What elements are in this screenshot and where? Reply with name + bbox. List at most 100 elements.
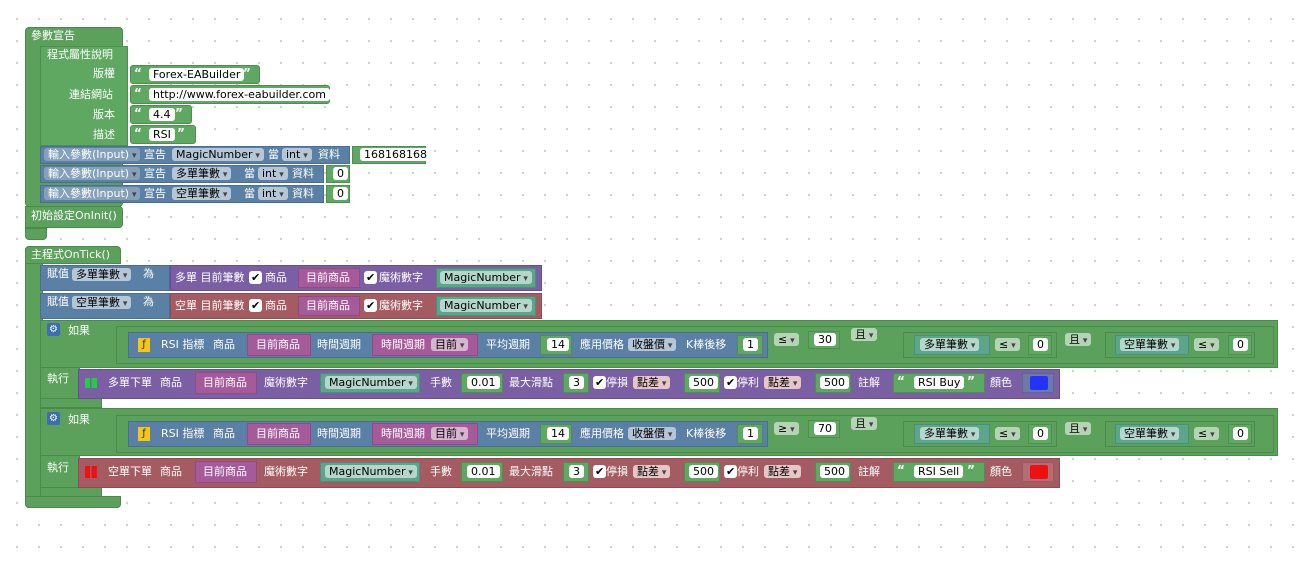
sl-unit-dropdown[interactable]: 點差 — [633, 376, 671, 389]
input-name[interactable]: MagicNumber — [172, 148, 264, 161]
tp-unit-dropdown[interactable]: 點差 — [764, 465, 802, 478]
input-type[interactable]: int — [282, 148, 312, 161]
and-op[interactable]: 且 — [851, 328, 878, 341]
data-label: 資料 — [292, 167, 314, 180]
threshold-value[interactable]: 70 — [814, 422, 836, 435]
compare-value[interactable]: 0 — [1233, 338, 1248, 351]
sl-value[interactable]: 500 — [689, 465, 718, 478]
slip-value[interactable]: 3 — [569, 376, 584, 389]
var-dropdown[interactable]: 空單筆數 — [1120, 338, 1180, 351]
sl-value[interactable]: 500 — [689, 376, 718, 389]
checkbox-icon[interactable]: ✔ — [364, 299, 378, 312]
threshold-value[interactable]: 30 — [814, 333, 836, 346]
quote-open-icon: “ — [134, 86, 142, 100]
var-dropdown[interactable]: 多單筆數 — [920, 427, 980, 440]
checkbox-icon[interactable]: ✔ — [364, 271, 378, 284]
checkbox-icon[interactable]: ✔ — [593, 376, 607, 389]
tf-label: 時間週期 — [317, 338, 361, 351]
ontick-header[interactable] — [25, 246, 121, 264]
tp-value[interactable]: 500 — [820, 465, 849, 478]
as-label: 當 — [268, 148, 279, 161]
magic-dropdown[interactable]: MagicNumber — [440, 299, 532, 312]
input-kw[interactable]: 輸入參數(Input) — [44, 167, 141, 180]
shift-value[interactable]: 1 — [743, 338, 758, 351]
symbol-block[interactable] — [247, 423, 311, 445]
input-value[interactable]: 0 — [333, 167, 348, 180]
price-dropdown[interactable]: 收盤價 — [628, 338, 677, 351]
color-swatch[interactable] — [1030, 376, 1048, 390]
input-value[interactable]: 168168168 — [360, 148, 431, 161]
checkbox-icon[interactable]: ✔ — [724, 465, 738, 478]
period-value[interactable]: 14 — [547, 427, 569, 440]
symbol-value: 目前商品 — [256, 427, 300, 440]
note-value[interactable]: RSI Sell — [914, 465, 964, 478]
compare-op[interactable]: ≤ — [774, 333, 799, 346]
input-name[interactable]: 空單筆數 — [172, 187, 232, 200]
compare-op[interactable]: ≤ — [995, 427, 1020, 440]
sell-signal-icon — [85, 466, 97, 478]
symbol-block[interactable] — [195, 372, 257, 394]
note-value[interactable]: RSI Buy — [914, 376, 965, 389]
tp-value[interactable]: 500 — [820, 376, 849, 389]
shift-value[interactable]: 1 — [743, 427, 758, 440]
quote-close-icon: ” — [175, 106, 183, 120]
symbol-block[interactable] — [247, 334, 311, 356]
assign-var[interactable]: 多單筆數 — [72, 268, 132, 281]
input-name[interactable]: 多單筆數 — [172, 167, 232, 180]
compare-op[interactable]: ≥ — [774, 422, 799, 435]
props-block[interactable] — [40, 46, 128, 146]
magic-dropdown[interactable]: MagicNumber — [325, 465, 417, 478]
tp-unit-dropdown[interactable]: 點差 — [764, 376, 802, 389]
checkbox-icon[interactable]: ✔ — [593, 465, 607, 478]
input-kw[interactable]: 輸入參數(Input) — [44, 148, 141, 161]
symbol-value: 目前商品 — [256, 338, 300, 351]
compare-value[interactable]: 0 — [1033, 338, 1048, 351]
and-op[interactable]: 且 — [851, 417, 878, 430]
var-dropdown[interactable]: 多單筆數 — [920, 338, 980, 351]
color-swatch[interactable] — [1030, 465, 1048, 479]
input-type[interactable]: int — [258, 167, 288, 180]
compare-op[interactable]: ≤ — [995, 338, 1020, 351]
oninit-block[interactable] — [25, 206, 123, 228]
symbol-value: 目前商品 — [203, 465, 247, 478]
if-block-footer — [40, 398, 102, 408]
gear-icon[interactable]: ⚙ — [47, 323, 60, 336]
compare-op[interactable]: ≤ — [1194, 427, 1219, 440]
price-dropdown[interactable]: 收盤價 — [628, 427, 677, 440]
assign-var[interactable]: 空單筆數 — [72, 296, 132, 309]
magic-dropdown[interactable]: MagicNumber — [325, 376, 417, 389]
symbol-block[interactable] — [298, 268, 360, 288]
timeframe-dropdown[interactable]: 目前 — [431, 338, 469, 351]
lots-value[interactable]: 0.01 — [467, 376, 500, 389]
input-type[interactable]: int — [258, 187, 288, 200]
lots-value[interactable]: 0.01 — [467, 465, 500, 478]
slip-value[interactable]: 3 — [569, 465, 584, 478]
compare-value[interactable]: 0 — [1233, 427, 1248, 440]
magic-dropdown[interactable]: MagicNumber — [440, 271, 532, 284]
compare-value[interactable]: 0 — [1033, 427, 1048, 440]
shift-label: K棒後移 — [686, 338, 727, 351]
period-value[interactable]: 14 — [547, 338, 569, 351]
link-value[interactable]: http://www.forex-eabuilder.com — [149, 88, 330, 101]
sl-unit-dropdown[interactable]: 點差 — [633, 465, 671, 478]
input-kw[interactable]: 輸入參數(Input) — [44, 187, 141, 200]
note-label: 註解 — [858, 465, 880, 478]
var-dropdown[interactable]: 空單筆數 — [1120, 427, 1180, 440]
copyright-value[interactable]: Forex-EABuilder — [149, 68, 245, 81]
checkbox-icon[interactable]: ✔ — [249, 299, 263, 312]
symbol-block[interactable] — [298, 296, 360, 316]
lots-label: 手數 — [430, 376, 452, 389]
version-value[interactable]: 4.4 — [149, 108, 175, 121]
and-op[interactable]: 且 — [1065, 333, 1092, 346]
oninit-footer — [25, 228, 47, 240]
checkbox-icon[interactable]: ✔ — [724, 376, 738, 389]
input-value[interactable]: 0 — [333, 187, 348, 200]
compare-op[interactable]: ≤ — [1194, 338, 1219, 351]
desc-value[interactable]: RSI — [149, 128, 175, 141]
timeframe-dropdown[interactable]: 目前 — [431, 427, 469, 440]
order-name: 多單下單 — [108, 376, 152, 389]
symbol-block[interactable] — [195, 461, 257, 483]
checkbox-icon[interactable]: ✔ — [249, 271, 263, 284]
and-op[interactable]: 且 — [1065, 422, 1092, 435]
gear-icon[interactable]: ⚙ — [47, 412, 60, 425]
